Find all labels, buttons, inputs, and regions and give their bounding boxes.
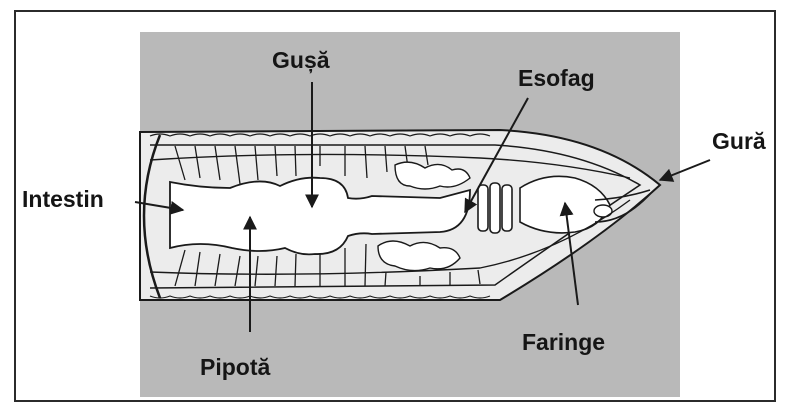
label-pipota: Pipotă <box>200 356 270 379</box>
label-gusa: Gușă <box>272 49 330 72</box>
label-gura: Gură <box>712 130 766 153</box>
arrow-gura <box>660 160 710 180</box>
label-intestin: Intestin <box>22 188 104 211</box>
label-faringe: Faringe <box>522 331 605 354</box>
esophagus-rings <box>478 183 512 233</box>
label-esofag: Esofag <box>518 67 595 90</box>
